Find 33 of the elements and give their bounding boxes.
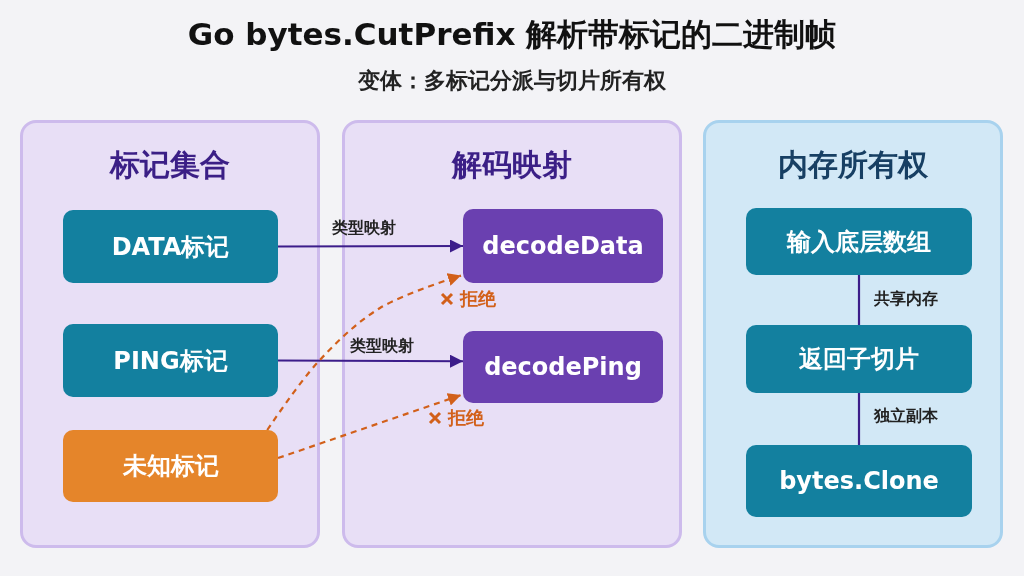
process-box bbox=[463, 331, 663, 403]
box-label: 未知标记 bbox=[122, 451, 219, 482]
box-label: DATA标记 bbox=[111, 231, 230, 263]
panel-heading: 解码映射 bbox=[450, 146, 573, 184]
process-box bbox=[463, 209, 663, 283]
box-label: 返回子切片 bbox=[799, 344, 919, 375]
edge-label: 拒绝 bbox=[448, 406, 484, 430]
arrow bbox=[278, 354, 463, 368]
group-panel bbox=[20, 120, 320, 548]
box-label: PING标记 bbox=[113, 345, 228, 377]
process-box bbox=[63, 430, 278, 502]
process-box bbox=[63, 324, 278, 397]
box-label: decodeData bbox=[482, 232, 644, 260]
arrow bbox=[266, 273, 462, 431]
process-box bbox=[63, 210, 278, 283]
process-box bbox=[746, 445, 972, 517]
process-box bbox=[746, 208, 972, 275]
arrow bbox=[278, 239, 463, 253]
arrow bbox=[277, 393, 462, 460]
diagram-subtitle: 变体：多标记分派与切片所有权 bbox=[357, 67, 667, 95]
box-label: 输入底层数组 bbox=[787, 226, 931, 258]
edge-label: 类型映射 bbox=[332, 218, 396, 239]
box-label: bytes.Clone bbox=[779, 467, 939, 495]
process-box bbox=[746, 325, 972, 393]
edge-label: 类型映射 bbox=[350, 336, 414, 357]
edge-label: 独立副本 bbox=[874, 406, 938, 427]
edge-label: 共享内存 bbox=[874, 289, 938, 310]
diagram-title: Go bytes.CutPrefix 解析带标记的二进制帧 bbox=[186, 15, 838, 54]
panel-heading: 标记集合 bbox=[108, 146, 231, 184]
edge-label: 拒绝 bbox=[460, 287, 496, 311]
panel-heading: 内存所有权 bbox=[777, 146, 929, 184]
group-panel bbox=[703, 120, 1003, 548]
box-label: decodePing bbox=[484, 353, 642, 381]
